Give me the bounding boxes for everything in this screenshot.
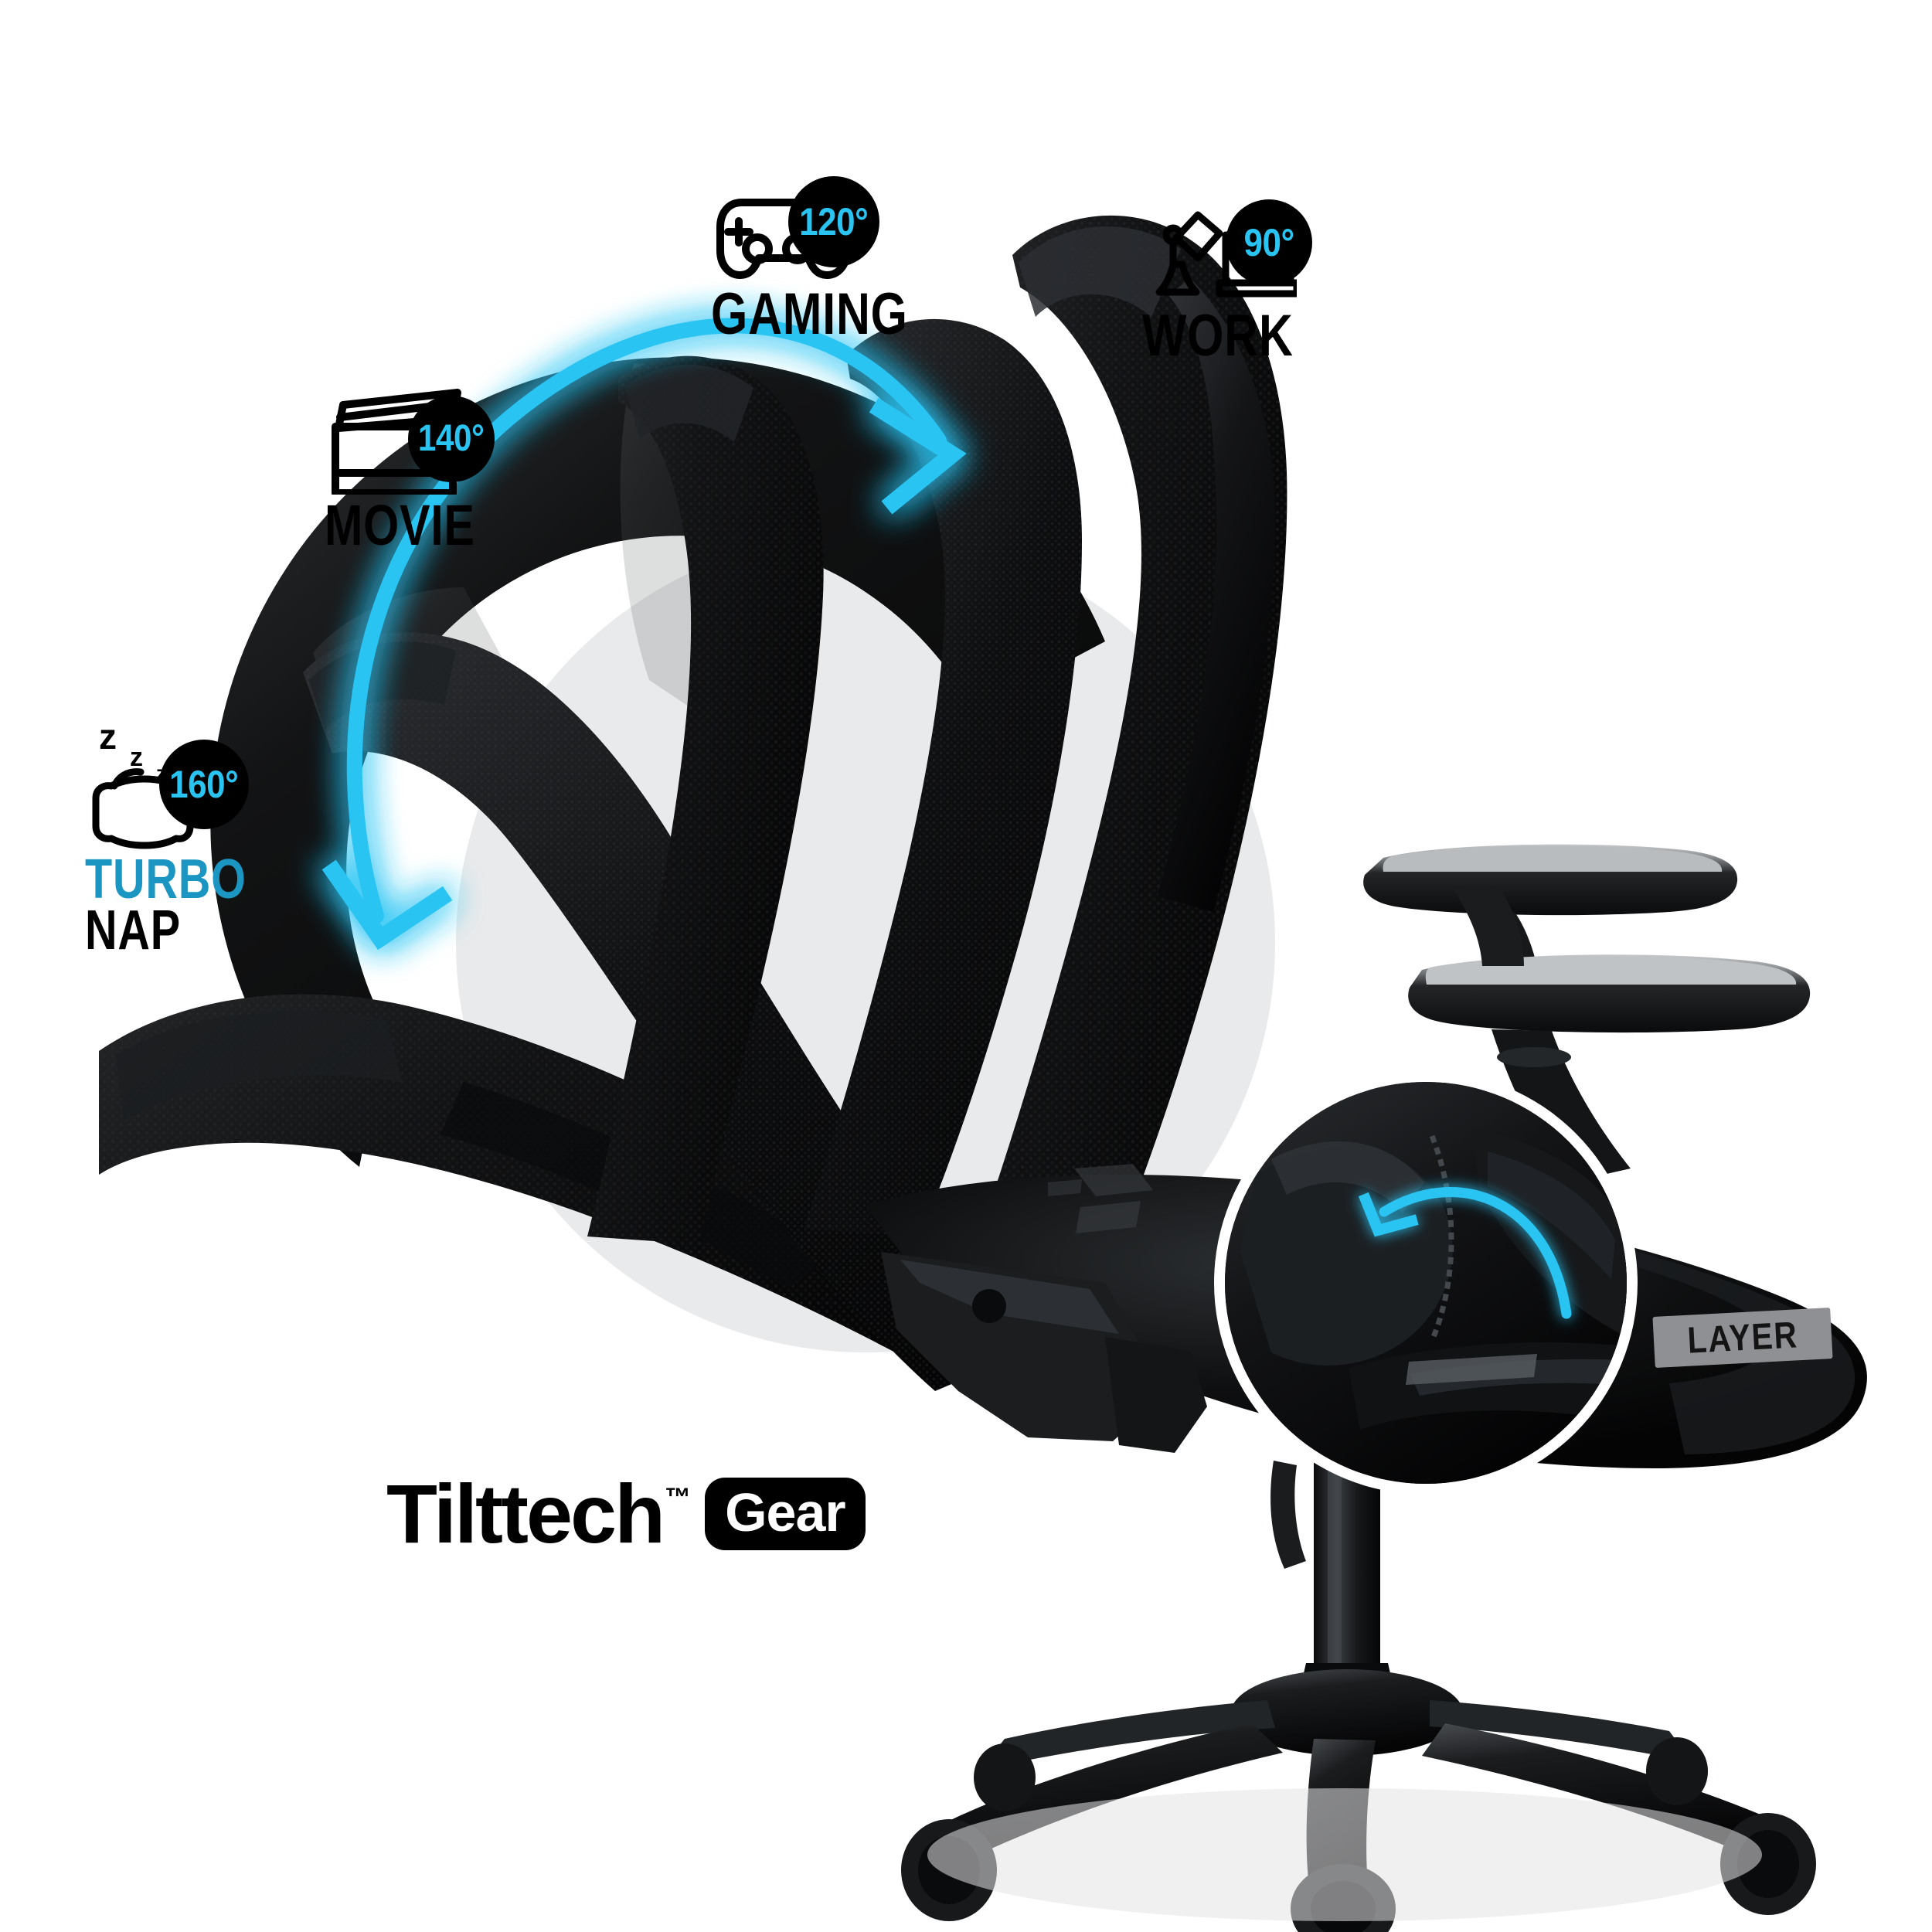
angle-value-gaming: 120° <box>799 200 869 243</box>
angle-badge-work: 90° <box>1226 199 1312 286</box>
angle-badge-turbo-nap: 160° <box>159 740 249 829</box>
angle-value-work: 90° <box>1243 221 1294 264</box>
svg-text:z: z <box>130 743 143 772</box>
logo-trademark: ™ <box>665 1483 692 1512</box>
x-emblem <box>1048 1164 1153 1233</box>
angle-value-movie: 140° <box>418 418 485 459</box>
angle-badge-gaming: 120° <box>788 176 879 267</box>
chair-base <box>901 1669 1816 1932</box>
badge-label-work: WORK <box>1142 303 1294 369</box>
tilt-mechanism-detail-inset <box>1225 1082 1627 1484</box>
logo-wordmark: Tilttech <box>386 1467 665 1560</box>
tilttech-gear-logo: Tilttech ™ Gear <box>386 1472 866 1556</box>
svg-text:z: z <box>99 716 117 757</box>
badge-work[interactable]: 90° WORK <box>1142 192 1374 369</box>
backrest-position-90 <box>981 215 1287 1236</box>
tilt-mechanism <box>881 1252 1207 1453</box>
inset-illustration <box>1225 1082 1627 1484</box>
badge-turbo-nap[interactable]: z z z 160° TURBO NAP <box>85 715 287 962</box>
seat-layer-tag-text: LAYER <box>1686 1314 1799 1362</box>
logo-gear-pill: Gear <box>705 1478 866 1550</box>
seat-layer-tag: LAYER <box>1652 1308 1833 1368</box>
armrest-lower <box>1408 886 1811 1182</box>
logo-gear-text: Gear <box>725 1482 846 1543</box>
badge-label-turbo: TURBO <box>85 849 247 910</box>
badge-movie[interactable]: 140° MOVIE <box>325 379 533 557</box>
badge-label-movie: MOVIE <box>325 493 475 557</box>
badge-label-nap: NAP <box>85 900 182 962</box>
badge-gaming[interactable]: 120° GAMING <box>711 176 957 347</box>
gas-lift-cylinder <box>1270 1453 1396 1697</box>
angle-value-turbo-nap: 160° <box>169 763 239 806</box>
angle-badge-movie: 140° <box>408 396 495 482</box>
badge-label-gaming: GAMING <box>711 281 908 347</box>
